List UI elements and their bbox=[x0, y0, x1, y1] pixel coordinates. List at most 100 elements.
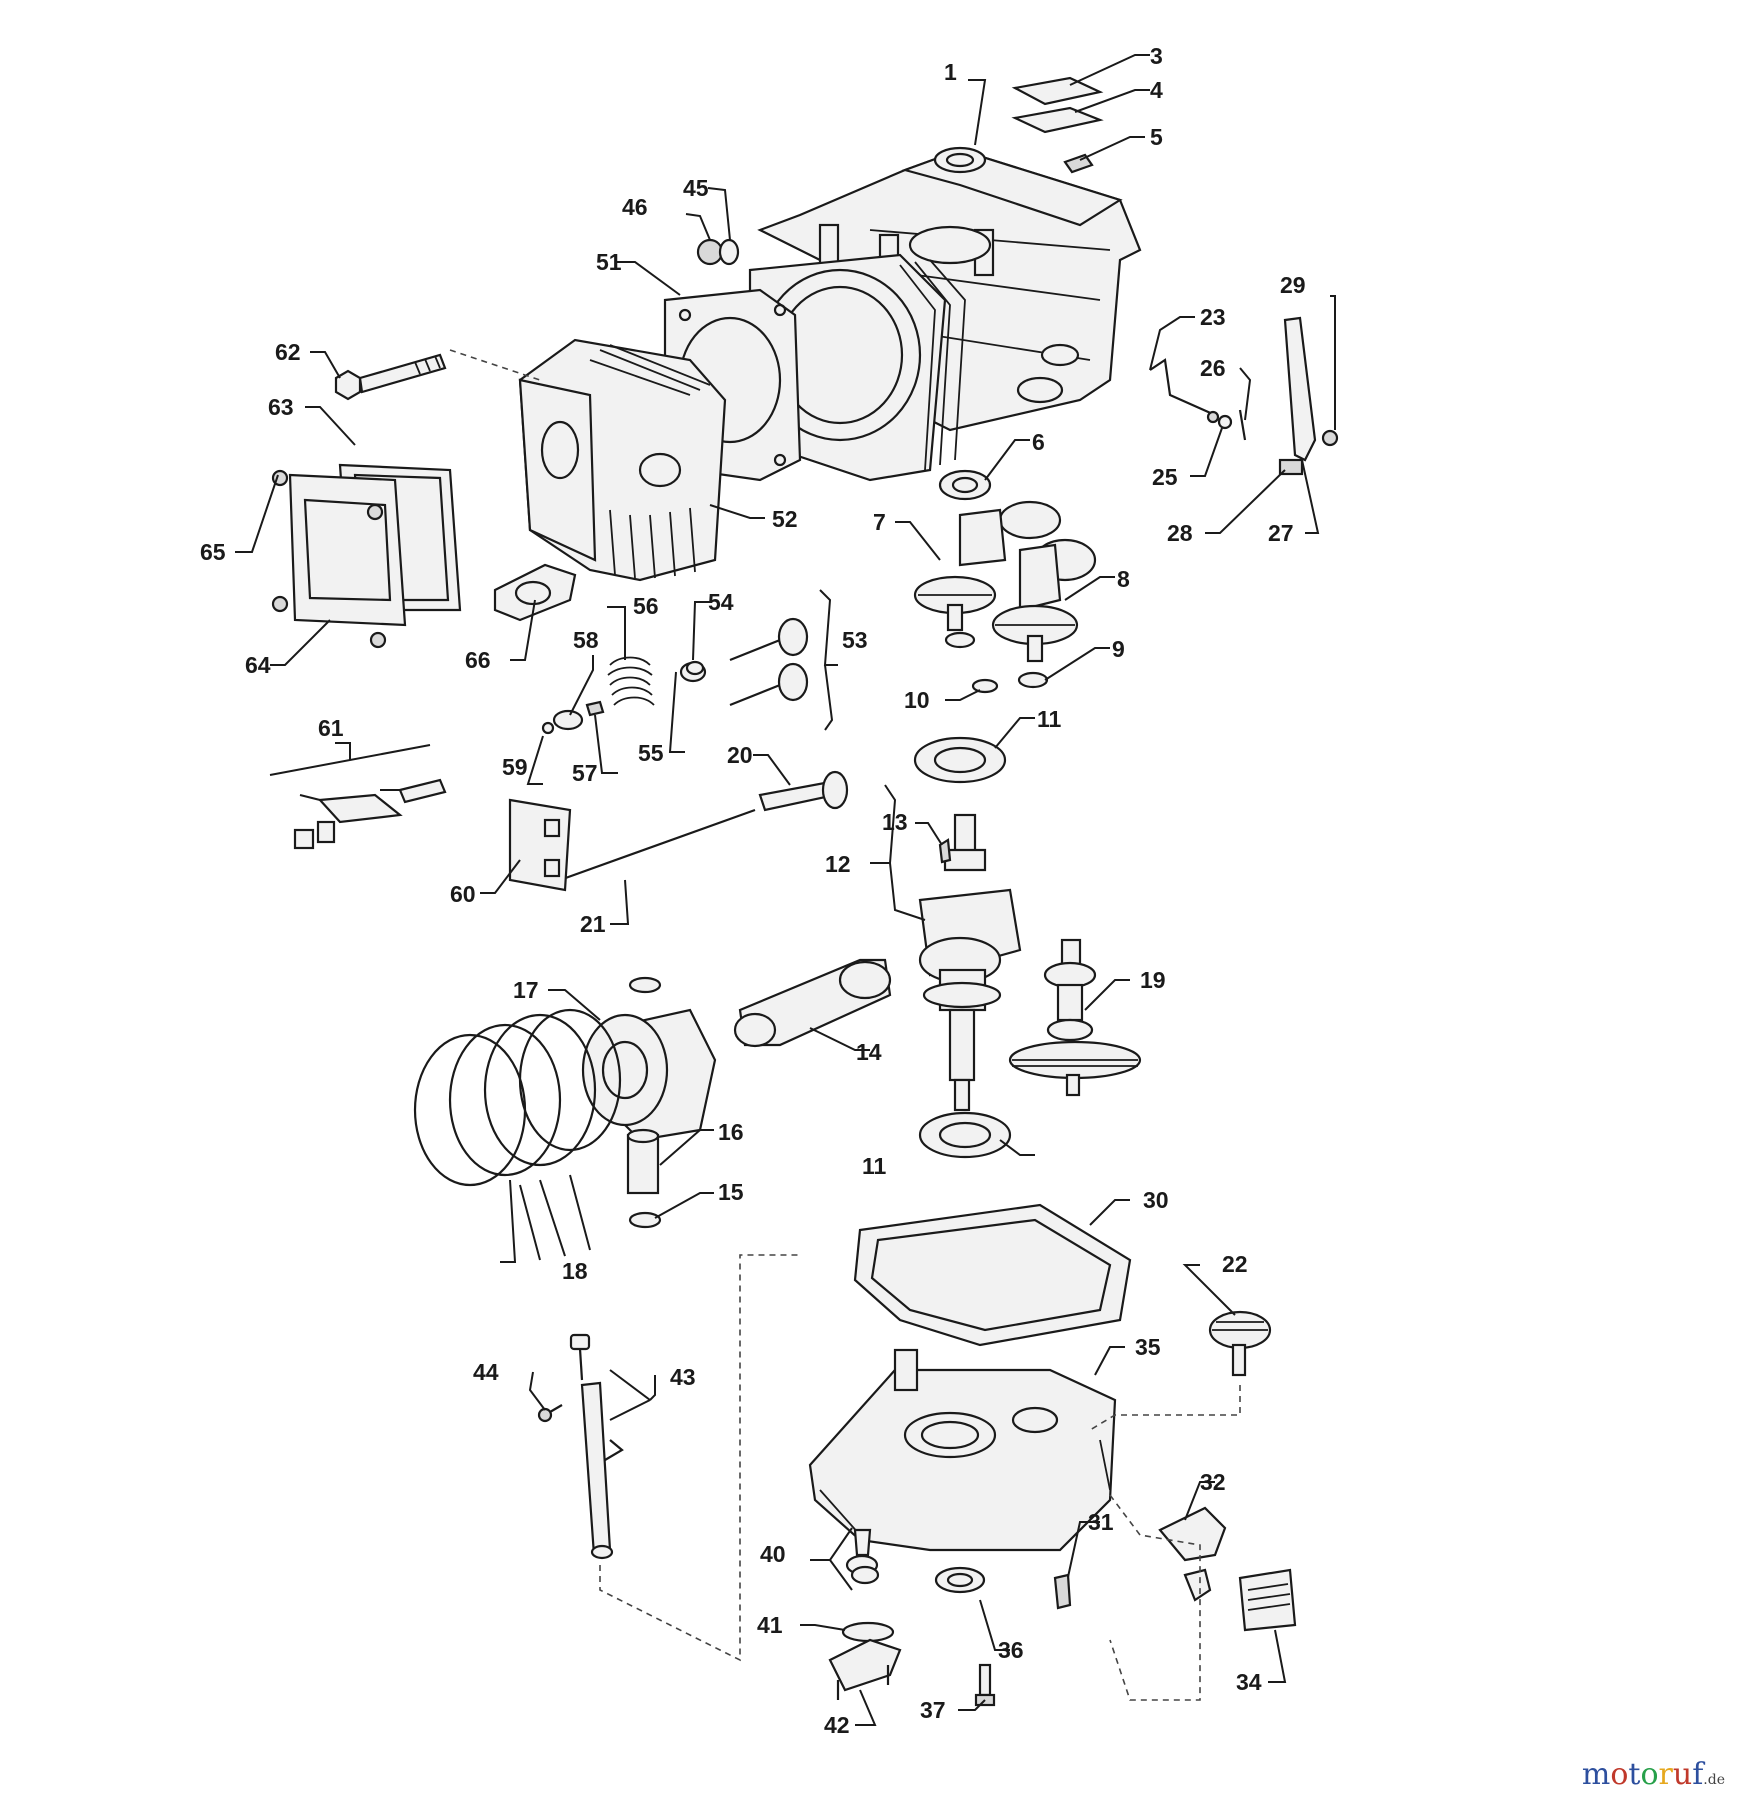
watermark-letter-u: u bbox=[1672, 1757, 1693, 1792]
valve-retainer bbox=[541, 709, 584, 735]
callout-55: 55 bbox=[638, 740, 664, 766]
watermark-letter-t: t bbox=[1628, 1757, 1641, 1792]
callout-22: 22 bbox=[1222, 1251, 1248, 1277]
crankcase-gasket bbox=[853, 1203, 1132, 1347]
magnet bbox=[1053, 1573, 1072, 1610]
callout-11b: 11 bbox=[862, 1153, 887, 1179]
oil-dipstick-tube bbox=[569, 1333, 624, 1560]
tappet bbox=[758, 770, 849, 812]
callout-66: 66 bbox=[465, 647, 491, 673]
callout-41: 41 bbox=[757, 1612, 783, 1638]
callout-23: 23 bbox=[1200, 304, 1226, 330]
oil-seal bbox=[938, 469, 992, 501]
valve-cover bbox=[288, 473, 407, 627]
watermark-suffix: .de bbox=[1703, 1772, 1725, 1788]
callout-14: 14 bbox=[856, 1039, 882, 1065]
callout-17: 17 bbox=[513, 977, 539, 1003]
callout-40: 40 bbox=[760, 1541, 786, 1567]
dipstick-guide-line bbox=[599, 1254, 800, 1662]
callout-27: 27 bbox=[1268, 520, 1294, 546]
crankcase-cover bbox=[808, 1348, 1117, 1552]
governor-gear bbox=[1208, 1310, 1272, 1377]
piston-pin bbox=[626, 1128, 660, 1195]
motoruf-watermark: motoruf.de bbox=[1582, 1757, 1725, 1792]
callout-8: 8 bbox=[1117, 566, 1130, 592]
callout-37: 37 bbox=[920, 1697, 946, 1723]
callout-labels: 1 3 4 5 6 7 8 9 10 11 11 12 13 14 15 16 … bbox=[200, 43, 1306, 1738]
piston-rings bbox=[413, 1008, 622, 1187]
callout-36: 36 bbox=[998, 1637, 1024, 1663]
breather-plugs bbox=[696, 238, 740, 266]
cover-screw bbox=[974, 1663, 996, 1707]
callout-32: 32 bbox=[1200, 1469, 1226, 1495]
callout-44: 44 bbox=[473, 1359, 499, 1385]
oil-seal-top bbox=[933, 146, 987, 174]
crankshaft bbox=[918, 813, 1022, 1112]
piston-clip-top bbox=[628, 976, 662, 994]
callout-7: 7 bbox=[873, 509, 886, 535]
pin-circlip bbox=[628, 1211, 662, 1229]
main-bearing-lower bbox=[918, 1111, 1012, 1159]
main-bearing-upper bbox=[913, 736, 1007, 784]
drain-plug bbox=[845, 1528, 880, 1585]
callout-43: 43 bbox=[670, 1364, 696, 1390]
callout-64: 64 bbox=[245, 652, 271, 678]
callout-12: 12 bbox=[825, 851, 851, 877]
watermark-letter-o1: o bbox=[1610, 1757, 1629, 1792]
rocker-arm-set bbox=[293, 778, 447, 850]
breather-cover bbox=[1011, 76, 1104, 174]
callout-34: 34 bbox=[1236, 1669, 1262, 1695]
push-rod-guide-plate bbox=[508, 798, 572, 892]
callout-35: 35 bbox=[1135, 1334, 1161, 1360]
crankshaft-key bbox=[938, 838, 952, 864]
governor-parts bbox=[1149, 316, 1339, 476]
drain-oring bbox=[841, 1621, 895, 1643]
callout-26: 26 bbox=[1200, 355, 1226, 381]
callout-15: 15 bbox=[718, 1179, 744, 1205]
callout-16: 16 bbox=[718, 1119, 744, 1145]
drain-cover-plate bbox=[828, 1638, 902, 1700]
callout-42: 42 bbox=[824, 1712, 850, 1738]
callout-56: 56 bbox=[633, 593, 659, 619]
oil-slinger bbox=[1158, 1506, 1227, 1602]
callout-5: 5 bbox=[1150, 124, 1163, 150]
thrust-washers bbox=[944, 631, 1049, 694]
valves bbox=[729, 617, 809, 707]
callout-61: 61 bbox=[318, 715, 344, 741]
valve-seal bbox=[679, 660, 707, 683]
callout-46: 46 bbox=[622, 194, 648, 220]
callout-65: 65 bbox=[200, 539, 226, 565]
callout-63: 63 bbox=[268, 394, 294, 420]
callout-11a: 11 bbox=[1037, 706, 1062, 732]
callout-51: 51 bbox=[596, 249, 622, 275]
exhaust-gasket bbox=[493, 563, 577, 622]
callout-25: 25 bbox=[1152, 464, 1178, 490]
callout-19: 19 bbox=[1140, 967, 1166, 993]
piston bbox=[581, 1008, 717, 1142]
callout-10: 10 bbox=[904, 687, 930, 713]
governor-gear-guide-line bbox=[1089, 1385, 1241, 1431]
head-bolt bbox=[334, 353, 447, 401]
leader-lines bbox=[235, 54, 1336, 1726]
callout-31: 31 bbox=[1088, 1509, 1114, 1535]
callout-28: 28 bbox=[1167, 520, 1193, 546]
callout-29: 29 bbox=[1280, 272, 1306, 298]
valve-keeper bbox=[585, 700, 605, 717]
slinger-guide-line bbox=[1109, 1494, 1201, 1701]
watermark-letter-r: r bbox=[1658, 1757, 1673, 1792]
push-rod bbox=[559, 808, 756, 882]
connecting-rod bbox=[733, 958, 892, 1048]
callout-4: 4 bbox=[1150, 77, 1163, 103]
watermark-letter-f: f bbox=[1692, 1757, 1704, 1792]
callout-60: 60 bbox=[450, 881, 476, 907]
balance-shaft-a bbox=[913, 500, 1062, 632]
callout-20: 20 bbox=[727, 742, 753, 768]
callout-6: 6 bbox=[1032, 429, 1045, 455]
callout-13: 13 bbox=[882, 809, 908, 835]
callout-54: 54 bbox=[708, 589, 734, 615]
callout-45: 45 bbox=[683, 175, 709, 201]
callout-62: 62 bbox=[275, 339, 301, 365]
callout-53: 53 bbox=[842, 627, 868, 653]
callout-18: 18 bbox=[562, 1258, 588, 1284]
